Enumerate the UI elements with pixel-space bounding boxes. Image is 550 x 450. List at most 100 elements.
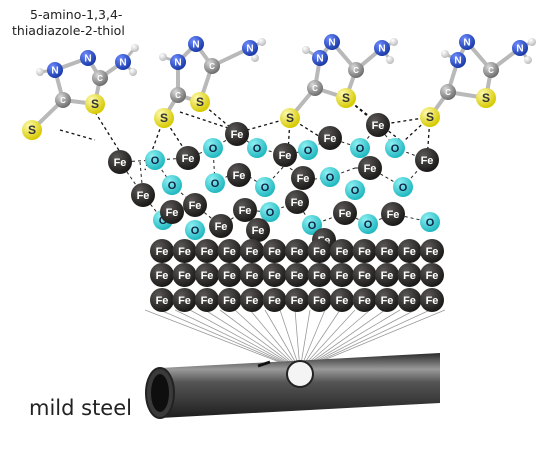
svg-text:Fe: Fe [381, 246, 394, 258]
iron-atom: Fe [291, 166, 315, 190]
molecule-4-sulfur-atom: S [420, 107, 440, 127]
iron-atom: Fe [352, 239, 377, 263]
oxygen-atom: O [420, 212, 440, 232]
svg-text:S: S [91, 97, 99, 111]
oxygen-atom: O [345, 180, 365, 200]
svg-text:S: S [160, 111, 168, 125]
magnifier-lens [286, 360, 314, 388]
molecule-1-hydrogen-atom [129, 68, 137, 76]
iron-atom: Fe [172, 239, 197, 263]
molecule-4-hydrogen-atom [441, 50, 449, 58]
iron-atom: Fe [330, 288, 354, 312]
svg-text:S: S [196, 95, 204, 109]
molecule-3-hydrogen-atom [302, 46, 310, 54]
molecule-4-carbon-atom: C [483, 62, 499, 78]
svg-text:N: N [119, 58, 126, 69]
iron-atom: Fe [262, 239, 287, 263]
molecule-3-nitrogen-atom: N [312, 50, 328, 66]
svg-text:Fe: Fe [223, 246, 236, 258]
molecule-4-hydrogen-atom [524, 56, 532, 64]
molecule-1-nitrogen-atom: N [115, 54, 131, 70]
iron-atom: Fe [195, 239, 219, 263]
molecule-1-carbon-atom: C [92, 70, 108, 86]
iron-atom: Fe [225, 122, 249, 146]
svg-text:O: O [159, 215, 168, 227]
molecule-2-nitrogen-atom: N [242, 40, 258, 56]
iron-atom: Fe [195, 288, 219, 312]
iron-atom: Fe [240, 239, 264, 263]
svg-text:Fe: Fe [201, 295, 214, 307]
svg-text:Fe: Fe [178, 246, 191, 258]
svg-text:O: O [351, 185, 360, 197]
oxygen-atom: O [385, 138, 405, 158]
svg-text:Fe: Fe [426, 246, 439, 258]
svg-text:Fe: Fe [313, 295, 326, 307]
svg-text:O: O [391, 143, 400, 155]
svg-text:O: O [211, 178, 220, 190]
svg-text:Fe: Fe [246, 246, 259, 258]
molecule-3-sulfur-atom: S [336, 88, 356, 108]
molecule-2-hydrogen-atom [251, 54, 259, 62]
steel-label: mild steel [29, 396, 132, 420]
molecule-4-nitrogen-atom: N [450, 52, 466, 68]
iron-atom: Fe [262, 288, 287, 312]
iron-atom: Fe [150, 288, 174, 312]
interaction-bonds [30, 40, 534, 227]
iron-atom: Fe [352, 288, 377, 312]
molecule-4-nitrogen-atom: N [512, 40, 528, 56]
svg-text:Fe: Fe [339, 208, 352, 220]
molecule-2-carbon-atom: C [204, 58, 220, 74]
svg-text:Fe: Fe [114, 157, 127, 169]
svg-text:C: C [488, 66, 494, 75]
svg-text:N: N [378, 44, 385, 55]
iron-atom: Fe [330, 263, 354, 287]
molecule-4-nitrogen-atom: N [459, 34, 475, 50]
svg-text:O: O [191, 225, 200, 237]
iron-atom: Fe [285, 263, 309, 287]
svg-text:Fe: Fe [336, 246, 349, 258]
molecule-3-carbon-atom: C [307, 80, 323, 96]
svg-text:O: O [399, 182, 408, 194]
molecule-1-hydrogen-atom [131, 44, 139, 52]
molecule-1-sulfur-atom: S [22, 120, 42, 140]
iron-atom: Fe [176, 146, 200, 170]
svg-text:Fe: Fe [313, 246, 326, 258]
iron-atom: Fe [273, 143, 297, 167]
iron-atom: Fe [397, 288, 422, 312]
molecule-3-nitrogen-atom: N [324, 34, 340, 50]
iron-atom: Fe [318, 126, 342, 150]
iron-atom: Fe [172, 288, 197, 312]
oxygen-atom: O [145, 150, 165, 170]
oxygen-atom: O [350, 138, 370, 158]
svg-text:Fe: Fe [239, 205, 252, 217]
svg-text:O: O [151, 155, 160, 167]
svg-text:Fe: Fe [201, 270, 214, 282]
svg-text:C: C [175, 91, 181, 100]
iron-atom: Fe [217, 263, 242, 287]
svg-text:Fe: Fe [233, 170, 246, 182]
svg-text:Fe: Fe [178, 270, 191, 282]
svg-text:Fe: Fe [426, 295, 439, 307]
iron-atom: Fe [307, 239, 332, 263]
svg-text:O: O [261, 182, 270, 194]
svg-text:N: N [192, 40, 199, 51]
svg-text:Fe: Fe [268, 295, 281, 307]
steel-pipe [145, 353, 440, 419]
iron-atom: Fe [415, 148, 439, 172]
iron-atom: Fe [150, 263, 174, 287]
iron-atom: Fe [397, 239, 422, 263]
molecule-3-hydrogen-atom [386, 56, 394, 64]
molecule-4-carbon-atom: C [440, 84, 456, 100]
svg-text:O: O [308, 220, 317, 232]
oxygen-atom: O [203, 138, 223, 158]
iron-atom: Fe [420, 288, 444, 312]
molecule-1-carbon-atom: C [55, 92, 71, 108]
svg-text:Fe: Fe [403, 295, 416, 307]
iron-atom: Fe [240, 288, 264, 312]
iron-atom: Fe [285, 288, 309, 312]
svg-text:Fe: Fe [166, 207, 179, 219]
svg-text:C: C [209, 62, 215, 71]
molecule-4-hydrogen-atom [528, 38, 536, 46]
oxygen-atom: O [205, 173, 225, 193]
